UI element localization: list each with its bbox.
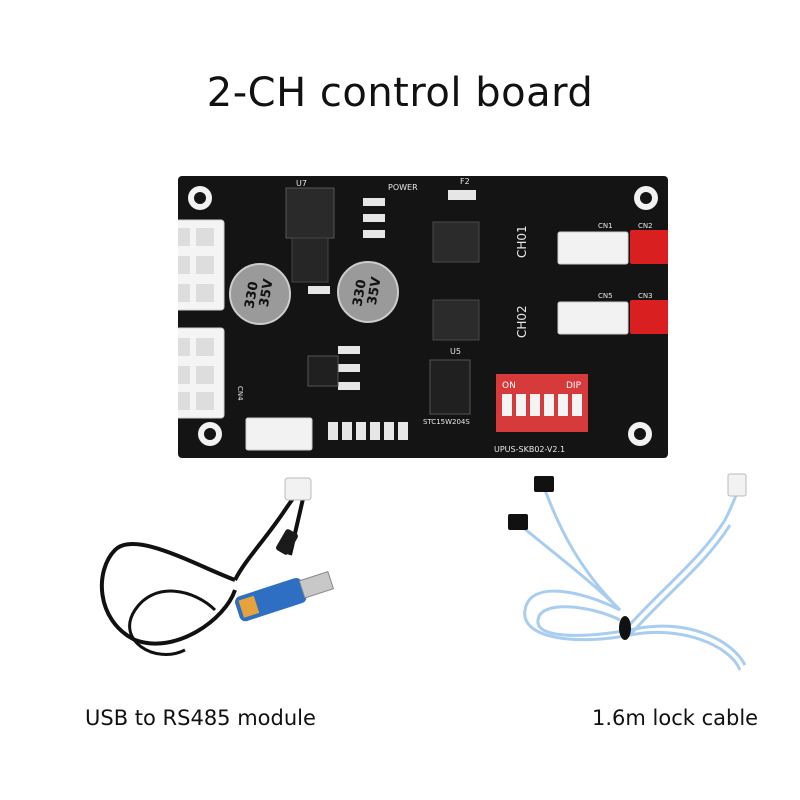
capacitor [337,261,399,323]
white-connector [284,477,312,501]
svg-text:35V: 35V [257,278,277,308]
regulator-chip [285,187,335,239]
black-connector [534,476,554,492]
label-f2: F2 [460,177,470,186]
connector-cn2 [630,230,668,264]
svg-text:CN3: CN3 [638,292,653,300]
svg-text:DIP: DIP [566,381,582,391]
svg-text:ON: ON [502,381,516,391]
caption-lock-cable: 1.6m lock cable [592,706,759,730]
label-ch01: CH01 [515,225,529,258]
cable-tie [619,616,631,640]
black-connector [508,514,528,530]
svg-text:330: 330 [242,280,261,309]
label-ch02: CH02 [515,305,529,338]
label-power: POWER [388,183,418,192]
svg-text:330: 330 [350,278,369,307]
label-u7: U7 [296,179,307,188]
page-title: 2-CH control board [206,70,594,116]
label-model: UPUS-SKB02-V2.1 [494,445,565,454]
mosfet [432,221,480,263]
capacitor [229,263,291,325]
mosfet [432,299,480,341]
svg-text:U5: U5 [450,347,461,356]
control-board-photo: U7 330 35V 330 35V POWER F2 CH01 CH02 CN… [178,176,668,458]
svg-text:CN2: CN2 [638,222,653,230]
connector-cn3 [630,300,668,334]
caption-usb-module: USB to RS485 module [85,706,316,730]
connector-cn1 [557,231,629,265]
usb-rs485-module-photo [99,477,335,656]
svg-text:CN4: CN4 [236,386,244,401]
usb-plug [298,570,335,599]
svg-text:CN1: CN1 [598,222,613,230]
white-connector [727,473,747,497]
connector-bottom [245,417,313,451]
label-chip: STC15W204S [423,418,470,426]
mcu-chip [429,359,471,415]
lock-cable-photo [508,473,747,671]
connector-cn5 [557,301,629,335]
svg-text:35V: 35V [365,276,385,306]
svg-text:CN5: CN5 [598,292,613,300]
